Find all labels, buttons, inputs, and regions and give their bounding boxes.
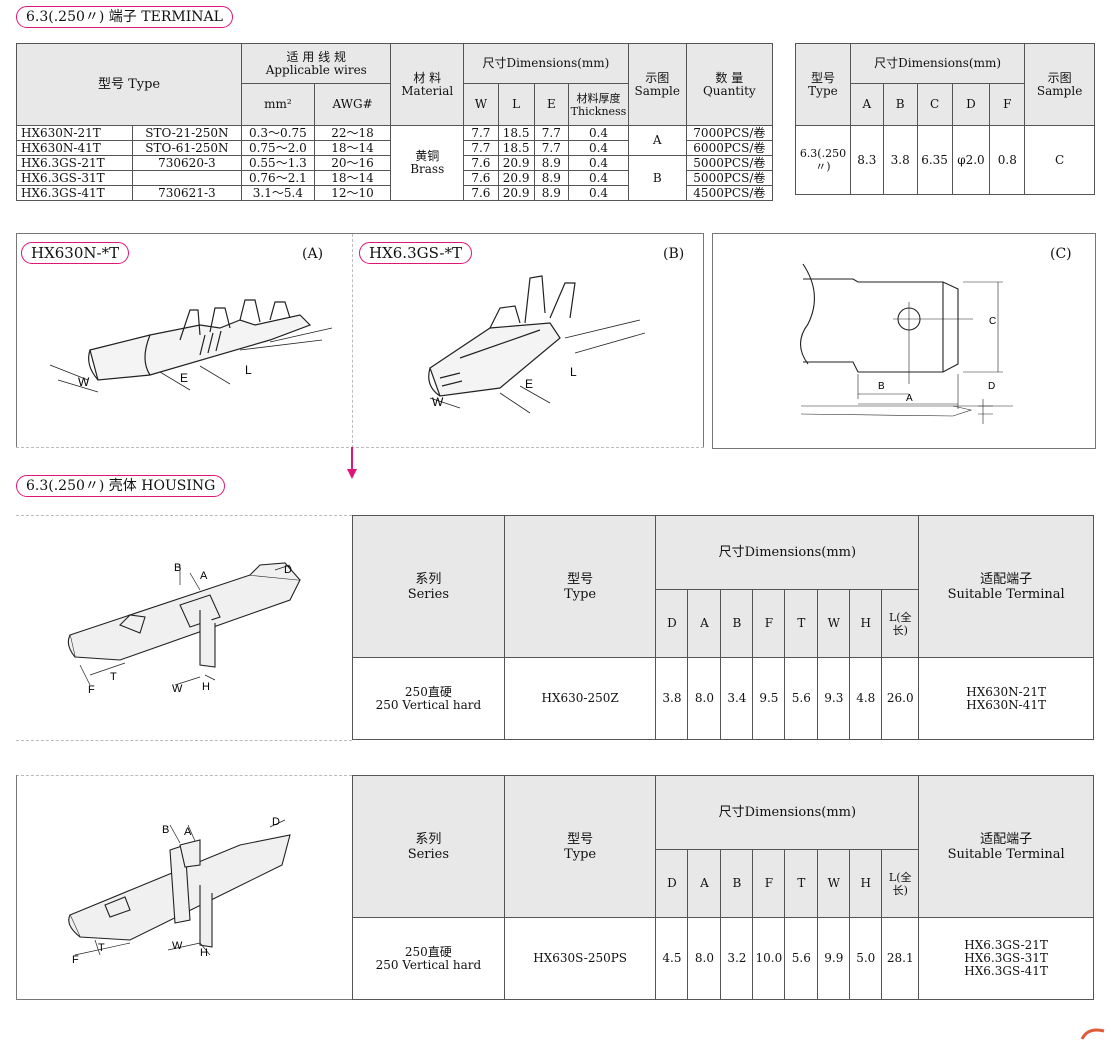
dim-label-b: B — [878, 381, 885, 392]
dim-label-d: D — [988, 381, 995, 392]
dim-label-w: W — [78, 375, 90, 389]
dim-label-t: T — [98, 942, 105, 954]
housing-2-drawing-frame — [16, 775, 352, 1000]
dim-label-f: F — [88, 684, 95, 696]
dim-label-h: H — [200, 947, 208, 959]
header-awg: AWG# — [313, 83, 392, 126]
header-e: E — [533, 83, 570, 126]
dim-label-f: F — [72, 954, 79, 966]
header-dimensions: 尺寸Dimensions(mm) — [849, 43, 1026, 84]
panel-a-title: HX630N-*T — [21, 242, 130, 264]
panel-b-letter: (B) — [663, 246, 685, 262]
dim-label-c: C — [989, 316, 996, 327]
panel-c-letter: (C) — [1050, 246, 1072, 262]
header-dimensions: 尺寸Dimensions(mm) — [655, 515, 920, 590]
tab-drawing-panel — [712, 233, 1096, 449]
dim-label-l: L — [245, 363, 252, 377]
terminal-b-drawing: W E L — [428, 275, 646, 414]
dim-label-w: W — [172, 683, 183, 695]
header-type: 型号 Type — [15, 43, 243, 126]
dim-label-b: B — [174, 562, 181, 574]
housing-1-drawing: F T W H B A D — [67, 562, 301, 696]
section-title-housing: 6.3(.250〃) 壳体 HOUSING — [16, 475, 226, 497]
panel-a-letter: (A) — [302, 246, 324, 262]
flow-arrow-icon — [347, 447, 357, 479]
dim-label-t: T — [110, 671, 117, 683]
header-dimensions: 尺寸Dimensions(mm) — [655, 775, 920, 850]
dash-line — [16, 775, 352, 776]
panel-b-title: HX6.3GS-*T — [359, 242, 472, 264]
panel-dash-line — [16, 447, 704, 448]
dim-label-d: D — [272, 816, 280, 828]
dash-line — [16, 515, 352, 516]
dim-label-e: E — [525, 377, 533, 391]
header-l: L — [497, 83, 535, 126]
dim-label-a: A — [906, 393, 913, 404]
terminal-drawing-panel — [16, 233, 704, 447]
dim-label-w: W — [432, 395, 444, 409]
sample-a-cell: A — [627, 125, 687, 156]
corner-mark-icon — [1080, 1028, 1105, 1040]
dim-label-w: W — [172, 940, 183, 952]
tab-c-drawing: C B A D — [799, 263, 1013, 424]
header-dimensions: 尺寸Dimensions(mm) — [463, 43, 629, 84]
section-title-terminal: 6.3(.250〃) 端子 TERMINAL — [16, 6, 233, 28]
dim-label-e: E — [180, 371, 188, 385]
dim-label-h: H — [202, 681, 210, 693]
header-mm2: mm² — [241, 83, 315, 126]
dim-label-b: B — [162, 824, 169, 836]
terminal-a-drawing: W E L — [49, 299, 333, 393]
dim-label-a: A — [200, 570, 208, 582]
dim-label-a: A — [184, 826, 192, 838]
sample-b-cell: B — [627, 155, 687, 201]
dash-line — [16, 740, 352, 741]
dim-label-l: L — [570, 365, 577, 379]
header-w: W — [463, 83, 499, 126]
housing-2-drawing: F T W H B A D — [68, 816, 291, 966]
dim-label-d: D — [284, 564, 292, 576]
panel-divider — [352, 234, 353, 448]
